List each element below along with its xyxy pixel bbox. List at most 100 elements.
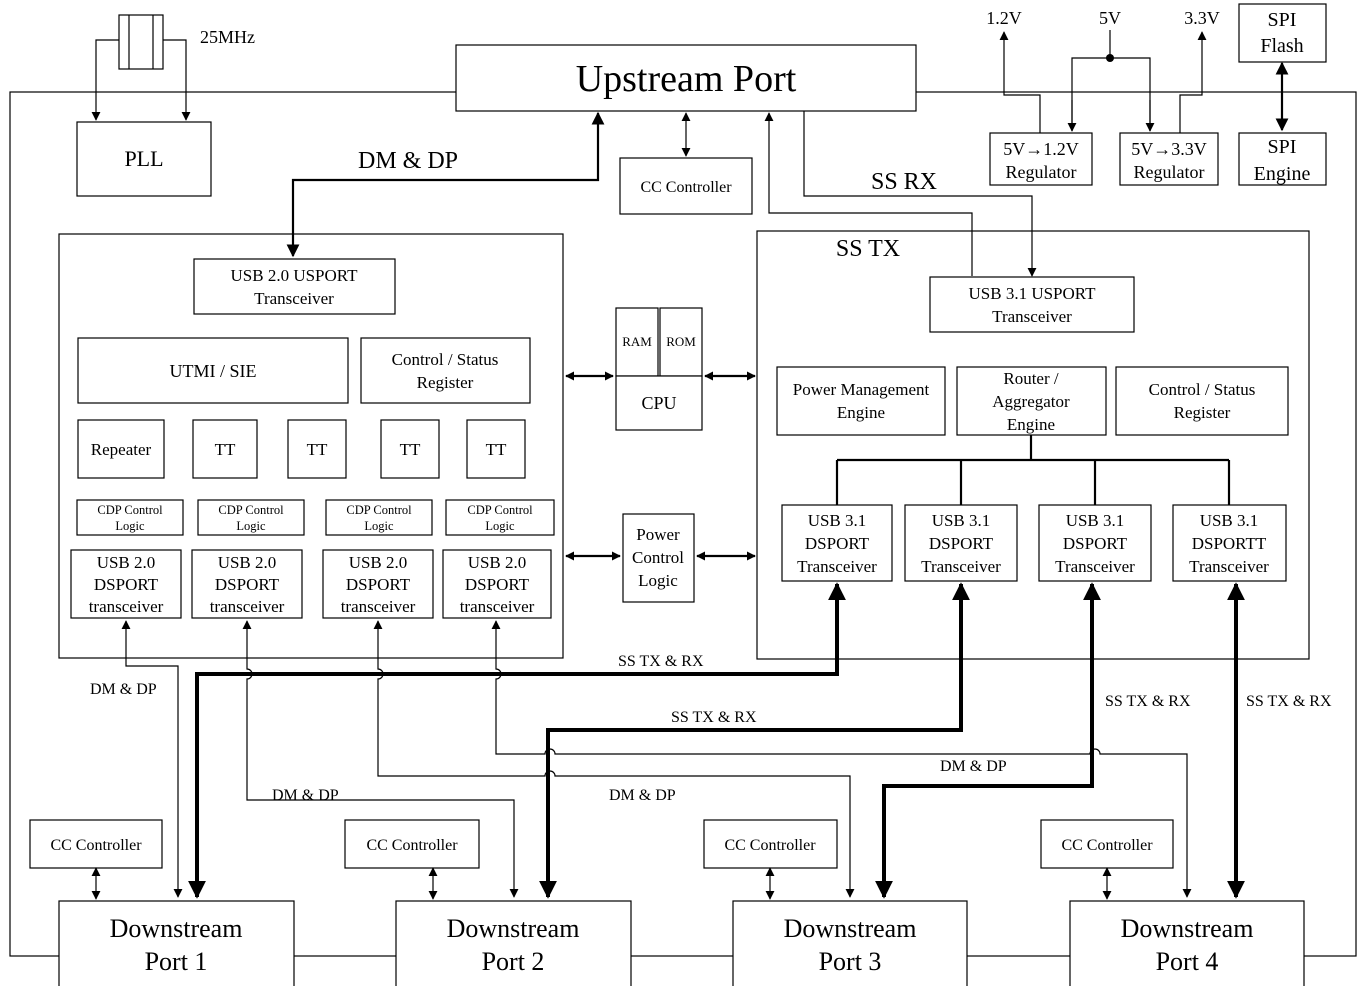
usb3-dsport-transceiver-3 [1038, 504, 1152, 582]
spi-engine-line2: Engine [1254, 163, 1311, 185]
power-management-engine [776, 366, 946, 436]
usb2-ds1-l3: transceiver [89, 597, 164, 616]
upstream-port-block [455, 44, 917, 112]
cdp-3-line2: Logic [364, 519, 394, 533]
cdp-4-line1: CDP Control [467, 503, 533, 517]
usb2-csr-line1: Control / Status [392, 350, 499, 369]
downstream-port-3-line1: Downstream [784, 914, 917, 943]
tt-label-2: TT [307, 440, 328, 459]
utmi-sie-block [77, 337, 349, 404]
crystal-oscillator: 25MHz [91, 14, 255, 121]
usb3-ds4-l3: Transceiver [1189, 557, 1269, 576]
regulator-3v3 [1119, 132, 1219, 186]
repeater-label: Repeater [91, 440, 152, 459]
ss-tx-rx-routing [188, 582, 1245, 899]
ss-tx-rx-label-1: SS TX & RX [618, 653, 704, 670]
pcl-line3: Logic [638, 571, 678, 590]
downstream-port-3 [732, 900, 968, 986]
ss-tx-link [764, 112, 973, 276]
usb2-ds2-l1: USB 2.0 [218, 553, 277, 572]
tt-block-4 [466, 419, 526, 479]
usb2-csr-line2: Register [417, 373, 474, 392]
cc-controller-2 [344, 819, 480, 869]
cc-controller-1 [29, 819, 163, 869]
router-line2: Aggregator [992, 392, 1070, 411]
pll-label: PLL [124, 146, 163, 171]
usb2-ds1-l1: USB 2.0 [97, 553, 156, 572]
usb3-ds3-l2: DSPORT [1063, 534, 1128, 553]
router-line3: Engine [1007, 415, 1055, 434]
downstream-port-1 [58, 900, 295, 986]
power-1v2-label: 1.2V [986, 8, 1022, 28]
regulator-1v2-line2: Regulator [1006, 162, 1077, 182]
ss-tx-rx-label-4: SS TX & RX [1246, 693, 1332, 710]
cc-controller-top [619, 157, 753, 215]
rom-label: ROM [666, 334, 696, 349]
cdp-control-logic-2 [197, 499, 305, 536]
usb3-csr-line2: Register [1174, 403, 1231, 422]
usb2-ds4-l1: USB 2.0 [468, 553, 527, 572]
cdp-control-logic-3 [325, 499, 433, 536]
cc-controller-4-label: CC Controller [1061, 837, 1153, 854]
ss-rx-link [803, 111, 1037, 277]
tt-label-4: TT [486, 440, 507, 459]
downstream-port-1-line1: Downstream [110, 914, 243, 943]
usb2-control-status-register [360, 337, 531, 404]
dm-dp-label-2: DM & DP [272, 787, 339, 804]
cc-controller-3 [703, 819, 838, 869]
dm-dp-label-1: DM & DP [90, 681, 157, 698]
pll-block [76, 121, 212, 197]
cdp-control-logic-4 [445, 499, 555, 536]
usb2-ds4-l3: transceiver [460, 597, 535, 616]
usb2-ds1-l2: DSPORT [94, 575, 159, 594]
pcl-line1: Power [636, 525, 680, 544]
crystal-freq-label: 25MHz [200, 27, 255, 47]
usb2-usport-line1: USB 2.0 USPORT [231, 266, 359, 285]
usb3-usport-line2: Transceiver [992, 307, 1072, 326]
usb3-csr-line1: Control / Status [1149, 380, 1256, 399]
upstream-port-label: Upstream Port [576, 58, 797, 100]
downstream-port-2-line1: Downstream [447, 914, 580, 943]
usb3-dsport-transceiver-2 [904, 504, 1018, 582]
cdp-4-line2: Logic [485, 519, 515, 533]
pcl-line2: Control [632, 548, 684, 567]
power-3v3-label: 3.3V [1184, 8, 1220, 28]
cpu-block [615, 375, 703, 431]
usb2-ds3-l2: DSPORT [346, 575, 411, 594]
power-section: 1.2V 5V 3.3V 5V→1.2V Regulator 5V→3.3V R… [986, 3, 1327, 186]
usb2-ds2-l3: transceiver [210, 597, 285, 616]
ram-label: RAM [622, 334, 652, 349]
usb3-ds1-l1: USB 3.1 [808, 511, 867, 530]
ss-tx-rx-label-2: SS TX & RX [671, 709, 757, 726]
regulator-1v2 [989, 132, 1093, 186]
ss-tx-rx-label-3: SS TX & RX [1105, 693, 1191, 710]
pme-line1: Power Management [793, 380, 930, 399]
ss-rx-label: SS RX [871, 169, 937, 195]
usb3-ds2-l1: USB 3.1 [932, 511, 991, 530]
regulator-1v2-line1: 5V→1.2V [1003, 139, 1079, 159]
spi-flash-line1: SPI [1268, 9, 1297, 31]
cdp-1-line1: CDP Control [97, 503, 163, 517]
usb3-ds3-l1: USB 3.1 [1066, 511, 1125, 530]
downstream-port-2 [395, 900, 632, 986]
usb2-ds2-l2: DSPORT [215, 575, 280, 594]
downstream-port-4 [1069, 900, 1305, 986]
repeater-block [77, 419, 165, 479]
cpu-label: CPU [641, 393, 676, 413]
rom-block [659, 307, 703, 377]
downstream-port-3-line2: Port 3 [819, 947, 882, 976]
spi-flash-line2: Flash [1260, 35, 1303, 57]
dm-dp-label-3: DM & DP [609, 787, 676, 804]
cdp-3-line1: CDP Control [346, 503, 412, 517]
usb3-ds1-l3: Transceiver [797, 557, 877, 576]
tt-label-1: TT [215, 440, 236, 459]
cc-controller-1-label: CC Controller [50, 837, 142, 854]
usb3-ds4-l1: USB 3.1 [1200, 511, 1259, 530]
usb3-ds3-l3: Transceiver [1055, 557, 1135, 576]
tt-block-1 [192, 419, 258, 479]
usb2-ds4-l2: DSPORT [465, 575, 530, 594]
router-bus [835, 435, 1231, 505]
spi-engine-line1: SPI [1268, 136, 1297, 158]
spi-flash-block [1238, 3, 1327, 63]
usb3-ds4-l2: DSPORTT [1192, 534, 1267, 553]
